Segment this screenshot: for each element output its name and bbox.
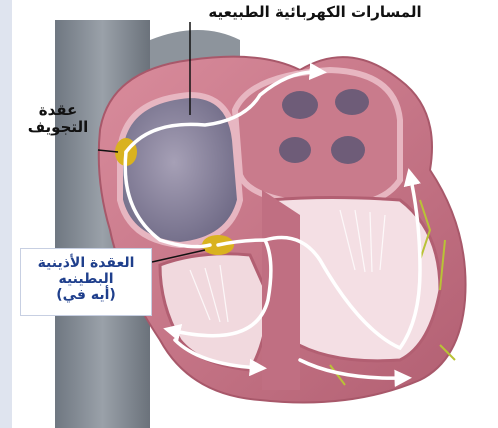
pulmonary-vein-opening bbox=[335, 89, 369, 115]
septum bbox=[262, 190, 300, 390]
label-sa-node-line: عقدة bbox=[18, 102, 98, 119]
label-av-node-line: العقدة الأذينية bbox=[21, 255, 151, 271]
label-av-node: العقدة الأذينية البطينيه (أيه في) bbox=[20, 248, 152, 316]
label-electrical-pathways: المسارات الكهربائية الطبيعيه bbox=[150, 4, 480, 21]
pulmonary-vein-opening bbox=[331, 136, 365, 164]
label-sa-node: عقدة التجويف bbox=[18, 102, 98, 137]
label-av-node-line: (أيه في) bbox=[21, 287, 151, 303]
pulmonary-vein-opening bbox=[282, 91, 318, 119]
label-sa-node-line: التجويف bbox=[18, 119, 98, 136]
right-atrium bbox=[120, 95, 240, 245]
label-av-node-line: البطينيه bbox=[21, 271, 151, 287]
pulmonary-vein-opening bbox=[279, 137, 311, 163]
left-atrium bbox=[235, 70, 400, 206]
